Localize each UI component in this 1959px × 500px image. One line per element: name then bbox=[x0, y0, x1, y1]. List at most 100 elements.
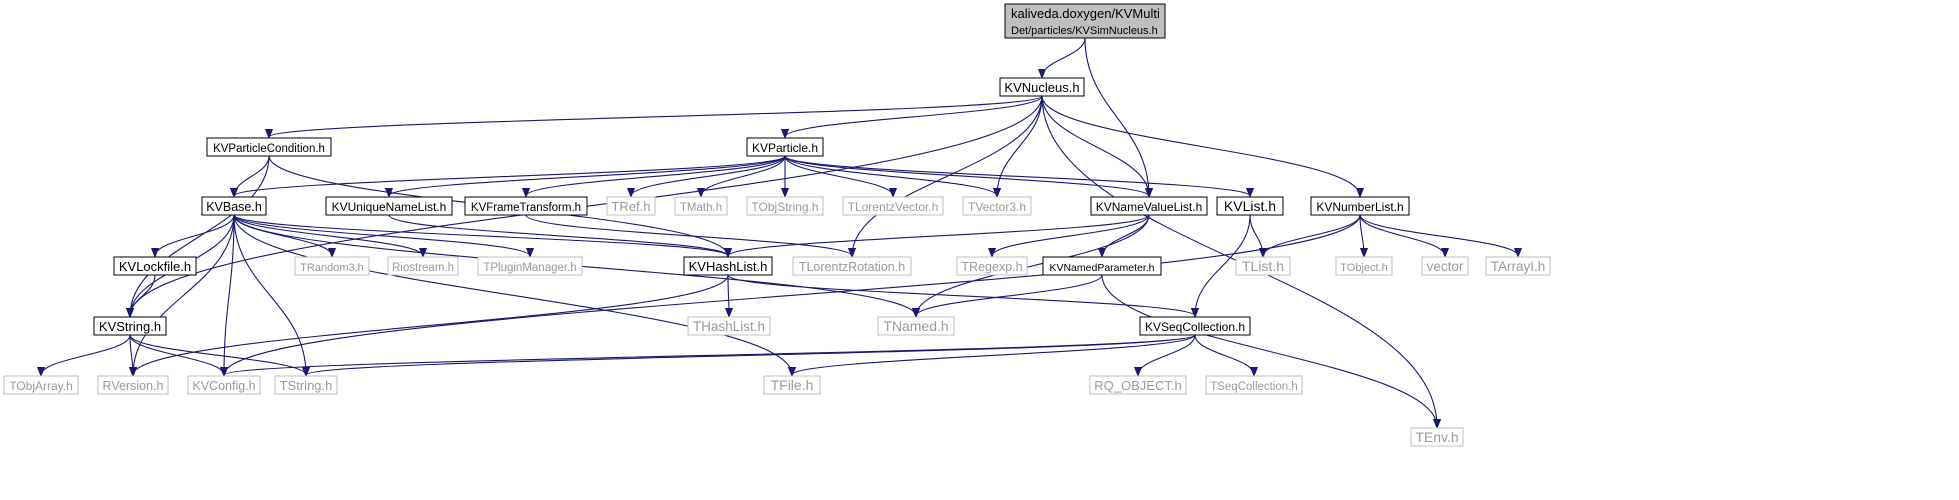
node-box-tplugin[interactable] bbox=[477, 256, 583, 276]
file-nodes: kaliveda.doxygen/KVMultiDet/particles/KV… bbox=[3, 3, 1551, 447]
edge-frame-to-tlrot bbox=[525, 214, 852, 256]
node-box-trandom[interactable] bbox=[294, 256, 370, 276]
node-particle[interactable]: KVParticle.h bbox=[746, 137, 824, 157]
node-tobject[interactable]: TObject.h bbox=[1335, 256, 1393, 276]
node-box-pcond[interactable] bbox=[206, 137, 332, 157]
edge-seqcoll-to-tstring bbox=[306, 334, 1196, 375]
node-pcond[interactable]: KVParticleCondition.h bbox=[206, 137, 332, 157]
node-box-seqcoll[interactable] bbox=[1139, 316, 1251, 336]
node-box-vector[interactable] bbox=[1421, 256, 1469, 276]
node-frame[interactable]: KVFrameTransform.h bbox=[464, 196, 588, 216]
node-box-tlrot[interactable] bbox=[792, 256, 912, 276]
node-box-tobject[interactable] bbox=[1335, 256, 1393, 276]
edge-particle-to-base bbox=[234, 155, 786, 196]
node-rversion[interactable]: RVersion.h bbox=[97, 375, 169, 395]
node-tnamed[interactable]: TNamed.h bbox=[877, 316, 955, 336]
node-vector[interactable]: vector bbox=[1421, 256, 1469, 276]
node-box-tmath[interactable] bbox=[674, 196, 728, 216]
node-tlv[interactable]: TLorentzVector.h bbox=[842, 196, 944, 216]
node-box-riostream[interactable] bbox=[387, 256, 459, 276]
node-riostream[interactable]: Riostream.h bbox=[387, 256, 459, 276]
node-lockfile[interactable]: KVLockfile.h bbox=[113, 256, 197, 276]
node-box-unl[interactable] bbox=[325, 196, 453, 216]
node-tlist[interactable]: TList.h bbox=[1235, 256, 1291, 276]
node-box-tregexp[interactable] bbox=[956, 256, 1028, 276]
edge-hashlist-to-rversion bbox=[133, 274, 729, 375]
node-kvlist[interactable]: KVList.h bbox=[1216, 196, 1284, 216]
node-box-tlist[interactable] bbox=[1235, 256, 1291, 276]
node-base[interactable]: KVBase.h bbox=[201, 196, 267, 216]
node-box-particle[interactable] bbox=[746, 137, 824, 157]
node-box-namedpar[interactable] bbox=[1042, 256, 1162, 276]
node-box-tarrayi[interactable] bbox=[1485, 256, 1551, 276]
node-box-nucleus[interactable] bbox=[999, 77, 1085, 97]
node-label-thashlist: THashList.h bbox=[693, 319, 765, 334]
edge-particle-to-frame bbox=[526, 155, 786, 196]
node-label-tfile: TFile.h bbox=[771, 377, 814, 393]
node-box-tfile[interactable] bbox=[763, 375, 821, 395]
node-label-nvl: KVNameValueList.h bbox=[1096, 200, 1203, 214]
node-nucleus[interactable]: KVNucleus.h bbox=[999, 77, 1085, 97]
node-sim[interactable]: kaliveda.doxygen/KVMultiDet/particles/KV… bbox=[1004, 3, 1166, 39]
edge-particle-to-unl bbox=[389, 155, 786, 196]
node-tlrot[interactable]: TLorentzRotation.h bbox=[792, 256, 912, 276]
node-tplugin[interactable]: TPluginManager.h bbox=[477, 256, 583, 276]
node-label-base: KVBase.h bbox=[206, 200, 262, 214]
node-tregexp[interactable]: TRegexp.h bbox=[956, 256, 1028, 276]
node-box-rqobject[interactable] bbox=[1089, 375, 1187, 395]
node-label-kvstring: KVString.h bbox=[99, 319, 161, 334]
node-numlist[interactable]: KVNumberList.h bbox=[1310, 196, 1410, 216]
node-hashlist[interactable]: KVHashList.h bbox=[683, 256, 773, 276]
node-tref[interactable]: TRef.h bbox=[606, 196, 656, 216]
node-box-frame[interactable] bbox=[464, 196, 588, 216]
node-box-thashlist[interactable] bbox=[687, 316, 771, 336]
edge-kvstring-to-rversion bbox=[130, 334, 133, 375]
node-box-tref[interactable] bbox=[606, 196, 656, 216]
node-tseqcoll[interactable]: TSeqCollection.h bbox=[1205, 375, 1303, 395]
edge-particle-to-kvlist bbox=[784, 155, 1250, 196]
node-box-sim[interactable] bbox=[1004, 3, 1166, 39]
node-namedpar[interactable]: KVNamedParameter.h bbox=[1042, 256, 1162, 276]
edge-hashlist-to-seqcoll bbox=[727, 274, 1195, 316]
node-unl[interactable]: KVUniqueNameList.h bbox=[325, 196, 453, 216]
node-box-tobjstring[interactable] bbox=[746, 196, 824, 216]
node-box-kvlist[interactable] bbox=[1216, 196, 1284, 216]
node-tobjstring[interactable]: TObjString.h bbox=[746, 196, 824, 216]
node-box-tseqcoll[interactable] bbox=[1205, 375, 1303, 395]
node-box-kvconfig[interactable] bbox=[187, 375, 261, 395]
node-label-particle: KVParticle.h bbox=[752, 141, 818, 155]
edge-base-to-tplugin bbox=[233, 214, 530, 256]
node-box-tenv[interactable] bbox=[1410, 427, 1464, 447]
node-rqobject[interactable]: RQ_OBJECT.h bbox=[1089, 375, 1187, 395]
node-seqcoll[interactable]: KVSeqCollection.h bbox=[1139, 316, 1251, 336]
node-box-tobjarray[interactable] bbox=[3, 375, 79, 395]
node-box-kvstring[interactable] bbox=[93, 316, 167, 336]
dependency-edges bbox=[41, 37, 1518, 427]
node-tobjarray[interactable]: TObjArray.h bbox=[3, 375, 79, 395]
node-box-numlist[interactable] bbox=[1310, 196, 1410, 216]
node-tvec3[interactable]: TVector3.h bbox=[962, 196, 1032, 216]
node-label-seqcoll: KVSeqCollection.h bbox=[1145, 320, 1245, 334]
node-tmath[interactable]: TMath.h bbox=[674, 196, 728, 216]
node-box-tvec3[interactable] bbox=[962, 196, 1032, 216]
node-box-base[interactable] bbox=[201, 196, 267, 216]
node-kvstring[interactable]: KVString.h bbox=[93, 316, 167, 336]
node-box-tstring[interactable] bbox=[274, 375, 338, 395]
node-label-tnamed: TNamed.h bbox=[883, 318, 948, 334]
node-tstring[interactable]: TString.h bbox=[274, 375, 338, 395]
node-box-rversion[interactable] bbox=[97, 375, 169, 395]
node-box-hashlist[interactable] bbox=[683, 256, 773, 276]
node-nvl[interactable]: KVNameValueList.h bbox=[1090, 196, 1208, 216]
node-tenv[interactable]: TEnv.h bbox=[1410, 427, 1464, 447]
node-thashlist[interactable]: THashList.h bbox=[687, 316, 771, 336]
node-box-tnamed[interactable] bbox=[877, 316, 955, 336]
node-tarrayi[interactable]: TArrayI.h bbox=[1485, 256, 1551, 276]
node-label-lockfile: KVLockfile.h bbox=[119, 259, 191, 274]
node-kvconfig[interactable]: KVConfig.h bbox=[187, 375, 261, 395]
node-box-lockfile[interactable] bbox=[113, 256, 197, 276]
node-box-tlv[interactable] bbox=[842, 196, 944, 216]
node-box-nvl[interactable] bbox=[1090, 196, 1208, 216]
node-tfile[interactable]: TFile.h bbox=[763, 375, 821, 395]
edge-numlist-to-vector bbox=[1359, 214, 1445, 256]
node-trandom[interactable]: TRandom3.h bbox=[294, 256, 370, 276]
